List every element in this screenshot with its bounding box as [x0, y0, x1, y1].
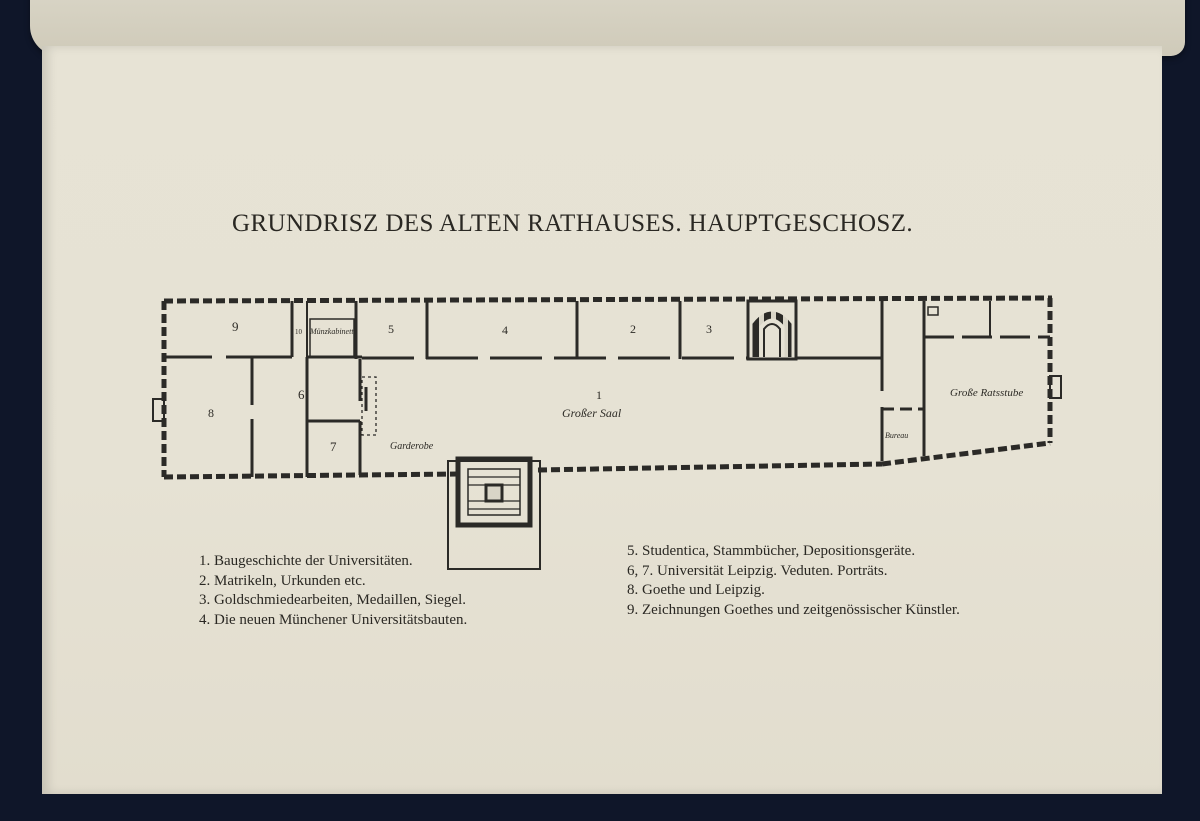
east-annex — [1049, 375, 1062, 399]
room-label-10: 10 — [295, 328, 303, 336]
stair-tower — [447, 456, 541, 570]
room-label-9: 9 — [232, 319, 239, 334]
outer-walls — [161, 295, 1053, 480]
legend-item: 8. Goethe und Leipzig. — [627, 582, 765, 598]
floor-plan: 9 10 Münzkabinett 5 4 2 3 8 6 7 1 Großer… — [152, 295, 1062, 570]
legend-item: 1. Baugeschichte der Universitäten. — [199, 553, 413, 569]
room-label-8: 8 — [208, 406, 214, 420]
spiral-stair — [746, 299, 798, 361]
legend-right-column: 5. Studentica, Stammbücher, Depositionsg… — [627, 542, 960, 620]
legend-item: 9. Zeichnungen Goethes und zeitgenössisc… — [627, 601, 960, 618]
room-label-2: 2 — [630, 322, 636, 336]
room-label-grosser-saal: Großer Saal — [562, 406, 622, 420]
book-page: GRUNDRISZ DES ALTEN RATHAUSES. HAUPTGESC… — [42, 46, 1162, 794]
legend-item: 2. Matrikeln, Urkunden etc. — [199, 572, 366, 589]
page-title: GRUNDRISZ DES ALTEN RATHAUSES. HAUPTGESC… — [232, 210, 914, 237]
room-label-7: 7 — [330, 439, 337, 454]
legend-item: 6, 7. Universität Leipzig. Veduten. Port… — [627, 562, 888, 579]
room-label-bureau: Bureau — [885, 431, 908, 440]
room-label-muenzkabinett: Münzkabinett — [309, 327, 354, 336]
legend-item: 3. Goldschmiedearbeiten, Medaillen, Sieg… — [199, 592, 467, 608]
legend-item: 4. Die neuen Münchener Universitätsbaute… — [199, 611, 468, 628]
room-label-4: 4 — [502, 323, 508, 337]
room-label-3: 3 — [706, 322, 712, 336]
legend-left-column: 1. Baugeschichte der Universitäten. 2. M… — [199, 552, 467, 630]
room-label-garderobe: Garderobe — [390, 441, 434, 452]
room-label-grosse-ratsstube: Große Ratsstube — [950, 387, 1023, 399]
legend-item: 5. Studentica, Stammbücher, Depositionsg… — [627, 543, 916, 559]
room-label-1: 1 — [596, 388, 602, 402]
interior-walls — [164, 301, 1050, 477]
room-label-5: 5 — [388, 322, 394, 336]
west-annex — [152, 398, 165, 422]
room-label-6: 6 — [298, 387, 305, 402]
